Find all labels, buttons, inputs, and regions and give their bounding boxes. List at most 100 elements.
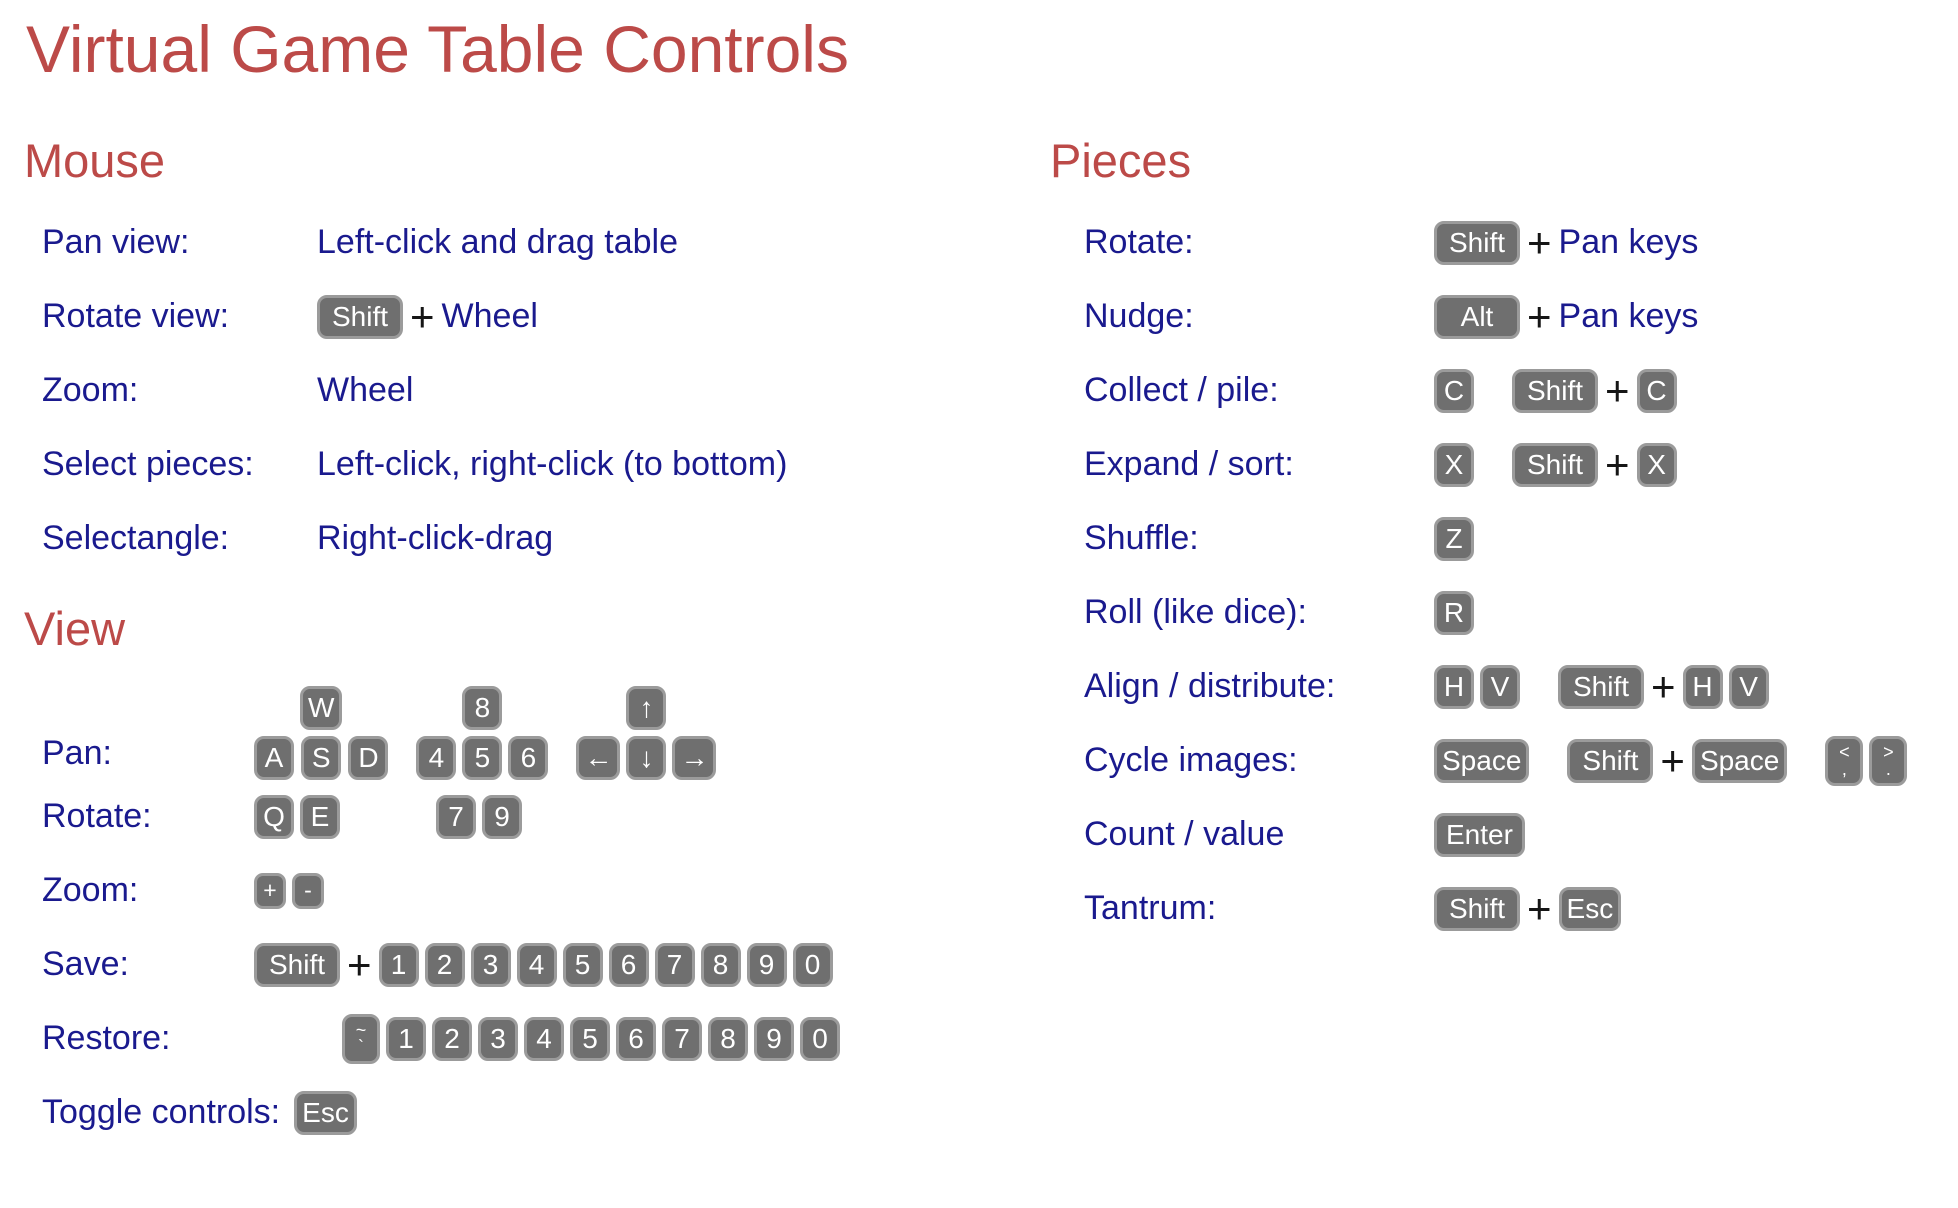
key-tilde-bottom: ` xyxy=(358,1036,364,1057)
row-label: Cycle images: xyxy=(1084,741,1298,780)
mouse-row-zoom: Zoom: Wheel xyxy=(24,354,1036,428)
view-row-rotate: Rotate: Q E 7 9 xyxy=(24,780,1036,854)
keygroup-numpad: 8 4 5 6 xyxy=(416,685,549,780)
key-shift: Shift xyxy=(1567,738,1654,783)
row-value: Left-click and drag table xyxy=(317,223,678,262)
view-row-pan: Pan: W A S D 8 4 5 6 xyxy=(24,674,1036,780)
row-label: Zoom: xyxy=(42,371,139,410)
key-9: 9 xyxy=(482,794,522,839)
key-5: 5 xyxy=(570,1016,610,1061)
mouse-section: Mouse Pan view: Left-click and drag tabl… xyxy=(24,134,1036,576)
plus-sign: + xyxy=(1527,218,1552,266)
key-8: 8 xyxy=(708,1016,748,1061)
row-label: Zoom: xyxy=(42,871,139,910)
row-label: Roll (like dice): xyxy=(1084,593,1307,632)
row-value: Pan keys xyxy=(1558,297,1699,336)
key-space: Space xyxy=(1434,738,1530,783)
key-9: 9 xyxy=(746,942,787,987)
plus-sign: + xyxy=(347,940,372,988)
key-d: D xyxy=(348,735,389,780)
key-4: 4 xyxy=(416,735,457,780)
key-5: 5 xyxy=(462,735,503,780)
row-label: Rotate view: xyxy=(42,297,230,336)
row-label: Select pieces: xyxy=(42,445,254,484)
key-2: 2 xyxy=(432,1016,472,1061)
pieces-row-count-value: Count / value Enter xyxy=(1050,798,1958,872)
row-label: Expand / sort: xyxy=(1084,445,1294,484)
row-label: Save: xyxy=(42,945,129,984)
view-row-zoom: Zoom: + - xyxy=(24,854,1036,928)
view-row-restore: Restore: ~ ` 1 2 3 4 5 6 7 xyxy=(24,1002,1036,1076)
pieces-section: Pieces Rotate: Shift + Pan keys Nudge: A… xyxy=(1050,134,1958,946)
key-comma-top: < xyxy=(1839,741,1850,762)
key-tilde: ~ ` xyxy=(342,1013,380,1064)
key-c: C xyxy=(1636,368,1677,413)
key-shift: Shift xyxy=(1558,664,1644,709)
row-label: Tantrum: xyxy=(1084,889,1217,928)
plus-sign: + xyxy=(1527,292,1552,340)
key-r: R xyxy=(1434,590,1474,635)
row-label: Count / value xyxy=(1084,815,1285,854)
key-x: X xyxy=(1434,442,1474,487)
key-comma: < , xyxy=(1825,735,1864,786)
key-w: W xyxy=(300,685,343,730)
key-shift: Shift xyxy=(254,942,340,987)
pieces-row-rotate: Rotate: Shift + Pan keys xyxy=(1050,206,1958,280)
key-space: Space xyxy=(1691,738,1788,783)
view-row-save: Save: Shift + 1 2 3 4 5 6 7 8 9 0 xyxy=(24,928,1036,1002)
key-2: 2 xyxy=(424,942,465,987)
key-5: 5 xyxy=(562,942,603,987)
key-4: 4 xyxy=(524,1016,564,1061)
key-a: A xyxy=(254,735,294,780)
key-arrow-left-icon: ← xyxy=(576,735,621,780)
key-arrow-up-icon: ↑ xyxy=(626,685,667,730)
row-value: Wheel xyxy=(441,297,538,336)
mouse-row-rotate-view: Rotate view: Shift + Wheel xyxy=(24,280,1036,354)
row-label: Collect / pile: xyxy=(1084,371,1279,410)
pieces-row-align-distribute: Align / distribute: H V Shift + H V xyxy=(1050,650,1958,724)
key-shift: Shift xyxy=(1512,368,1598,413)
pieces-heading: Pieces xyxy=(1050,133,1192,187)
key-8: 8 xyxy=(700,942,741,987)
key-arrow-right-icon: → xyxy=(672,735,717,780)
plus-sign: + xyxy=(1660,736,1685,784)
mouse-row-selectangle: Selectangle: Right-click-drag xyxy=(24,502,1036,576)
key-plus: + xyxy=(254,872,286,909)
key-6: 6 xyxy=(616,1016,656,1061)
key-0: 0 xyxy=(792,942,833,987)
key-q: Q xyxy=(254,794,294,839)
key-shift: Shift xyxy=(1512,442,1598,487)
controls-overlay: Virtual Game Table Controls Mouse Pan vi… xyxy=(24,12,1958,1176)
key-s: S xyxy=(301,735,342,780)
key-6: 6 xyxy=(608,942,649,987)
row-label: Pan view: xyxy=(42,223,190,262)
key-esc: Esc xyxy=(294,1090,357,1135)
pieces-row-tantrum: Tantrum: Shift + Esc xyxy=(1050,872,1958,946)
key-0: 0 xyxy=(800,1016,840,1061)
row-value: Right-click-drag xyxy=(317,519,554,558)
row-value: Left-click, right-click (to bottom) xyxy=(317,445,788,484)
key-shift: Shift xyxy=(317,294,403,339)
plus-sign: + xyxy=(1605,440,1630,488)
pieces-row-shuffle: Shuffle: Z xyxy=(1050,502,1958,576)
key-shift: Shift xyxy=(1434,220,1520,265)
key-period: > . xyxy=(1869,735,1908,786)
row-label: Shuffle: xyxy=(1084,519,1199,558)
mouse-row-select-pieces: Select pieces: Left-click, right-click (… xyxy=(24,428,1036,502)
right-column: Pieces Rotate: Shift + Pan keys Nudge: A… xyxy=(1036,134,1958,1176)
row-label: Pan: xyxy=(42,733,112,772)
plus-sign: + xyxy=(410,292,435,340)
row-label: Rotate: xyxy=(42,797,152,836)
key-4: 4 xyxy=(516,942,557,987)
key-7: 7 xyxy=(654,942,695,987)
key-period-top: > xyxy=(1883,741,1894,762)
view-section: View Pan: W A S D 8 4 5 xyxy=(24,602,1036,1150)
row-label: Rotate: xyxy=(1084,223,1194,262)
pieces-row-expand-sort: Expand / sort: X Shift + X xyxy=(1050,428,1958,502)
pieces-row-collect-pile: Collect / pile: C Shift + C xyxy=(1050,354,1958,428)
key-period-bottom: . xyxy=(1885,758,1891,779)
key-comma-bottom: , xyxy=(1841,758,1847,779)
key-9: 9 xyxy=(754,1016,794,1061)
plus-sign: + xyxy=(1605,366,1630,414)
key-3: 3 xyxy=(478,1016,518,1061)
